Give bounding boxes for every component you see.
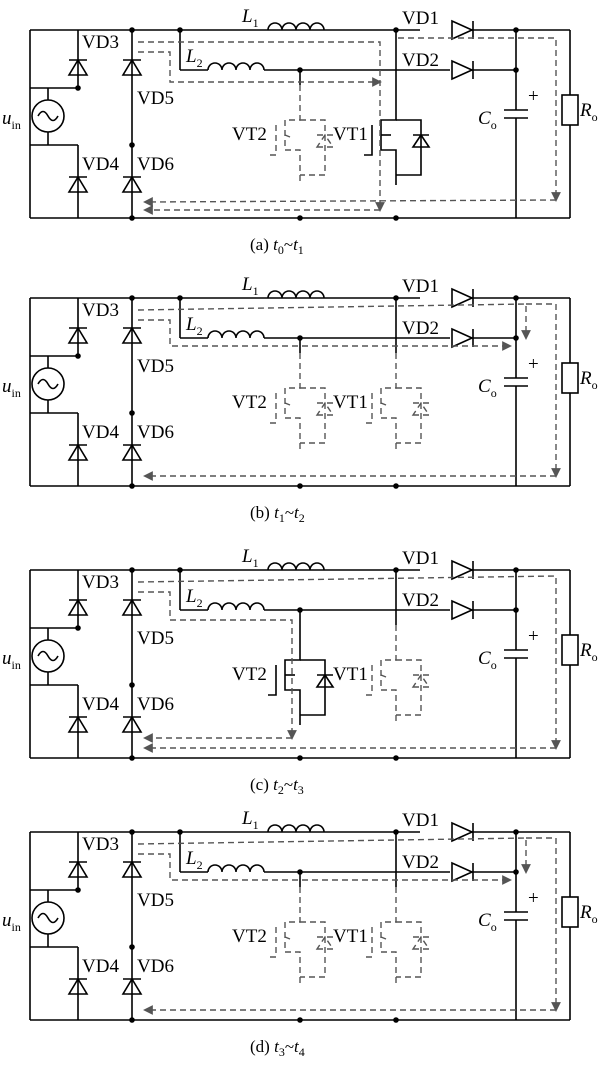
vd1-label: VD1 [402, 8, 439, 29]
panel-caption: (d) t3~t4 [250, 1037, 305, 1059]
vd2-label: VD2 [402, 318, 439, 339]
vt1-label: VT1 [333, 664, 368, 685]
resistor-ro-label: Ro [579, 902, 598, 926]
resistor-ro-label: Ro [579, 640, 598, 664]
capacitor-co-label: Co [478, 376, 497, 400]
source-uin-label: uin [2, 910, 21, 934]
inductor-l2-label: L2 [185, 46, 203, 70]
vd4-label: VD4 [82, 694, 119, 715]
capacitor-co-label: Co [478, 108, 497, 132]
vt2-switch [267, 84, 334, 186]
capacitor-co-label: Co [478, 910, 497, 934]
vd6-label: VD6 [137, 694, 174, 715]
vd3-label: VD3 [82, 834, 119, 855]
source-uin-label: uin [2, 108, 21, 132]
vd4-label: VD4 [82, 956, 119, 977]
source-uin-label: uin [2, 648, 21, 672]
inductor-l2-label: L2 [185, 314, 203, 338]
vt2-label: VT2 [232, 926, 267, 947]
resistor-ro-label: Ro [579, 100, 598, 124]
panel-c [29, 560, 579, 762]
vd1-label: VD1 [402, 810, 439, 831]
vd2-label: VD2 [402, 50, 439, 71]
vd3-label: VD3 [82, 572, 119, 593]
vt1-label: VT1 [333, 926, 368, 947]
plus-sign: + [528, 888, 539, 909]
vt2-switch [267, 624, 334, 726]
vd5-label: VD5 [137, 628, 174, 649]
vd4-label: VD4 [82, 154, 119, 175]
panel-caption: (a) t0~t1 [250, 235, 304, 257]
vt1-label: VT1 [333, 124, 368, 145]
vd6-label: VD6 [137, 956, 174, 977]
vt2-label: VT2 [232, 124, 267, 145]
capacitor-co-label: Co [478, 648, 497, 672]
inductor-l1-label: L1 [241, 6, 259, 30]
inductor-l1-label: L1 [241, 808, 259, 832]
inductor-l2-label: L2 [185, 586, 203, 610]
vd3-label: VD3 [82, 300, 119, 321]
vt2-switch [267, 886, 334, 988]
vd4-label: VD4 [82, 422, 119, 443]
vt1-switch [363, 352, 430, 454]
vd6-label: VD6 [137, 422, 174, 443]
vd1-label: VD1 [402, 548, 439, 569]
plus-sign: + [528, 354, 539, 375]
plus-sign: + [528, 626, 539, 647]
resistor-ro-label: Ro [579, 368, 598, 392]
panel-b [29, 288, 579, 490]
vt1-switch [363, 886, 430, 988]
vt1-switch [363, 84, 430, 186]
vd5-label: VD5 [137, 890, 174, 911]
panel-caption: (b) t1~t2 [250, 503, 305, 525]
inductor-l1-label: L1 [241, 274, 259, 298]
vd1-label: VD1 [402, 276, 439, 297]
inductor-l1-label: L1 [241, 546, 259, 570]
vd3-label: VD3 [82, 32, 119, 53]
panel-d [29, 822, 579, 1024]
vd5-label: VD5 [137, 356, 174, 377]
panel-a [29, 20, 579, 222]
vd5-label: VD5 [137, 88, 174, 109]
plus-sign: + [528, 86, 539, 107]
vt1-switch [363, 624, 430, 726]
vd6-label: VD6 [137, 154, 174, 175]
vd2-label: VD2 [402, 852, 439, 873]
vd2-label: VD2 [402, 590, 439, 611]
vt2-label: VT2 [232, 392, 267, 413]
source-uin-label: uin [2, 376, 21, 400]
inductor-l2-label: L2 [185, 848, 203, 872]
panel-caption: (c) t2~t3 [250, 775, 304, 797]
vt1-label: VT1 [333, 392, 368, 413]
vt2-switch [267, 352, 334, 454]
vt2-label: VT2 [232, 664, 267, 685]
